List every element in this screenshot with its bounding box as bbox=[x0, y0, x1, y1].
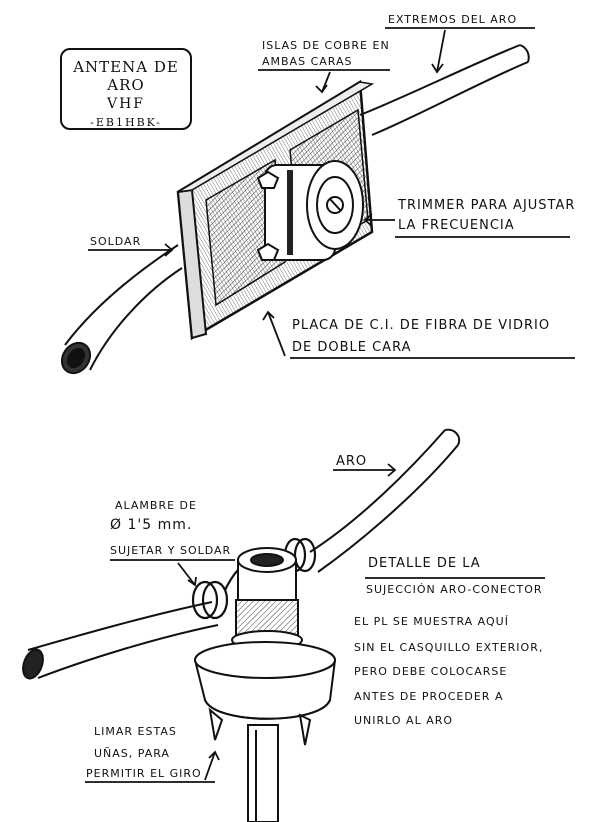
hoop-tube-top bbox=[359, 44, 530, 136]
trimmer-capacitor bbox=[256, 160, 364, 261]
title-line-1: ANTENA DE ARO bbox=[73, 58, 179, 94]
title-line-3: -EB1HBK- bbox=[90, 116, 162, 129]
title-plaque: ANTENA DE ARO VHF -EB1HBK- bbox=[60, 48, 192, 130]
label-islas-1: ISLAS DE COBRE EN bbox=[262, 39, 390, 52]
label-detalle-2: SUJECCIÓN ARO-CONECTOR bbox=[366, 583, 543, 596]
label-trimmer-1: TRIMMER PARA AJUSTAR bbox=[398, 198, 576, 213]
tube-end-bottom bbox=[22, 648, 44, 680]
label-limar-3: PERMITIR EL GIRO bbox=[86, 767, 202, 780]
label-alambre-3: SUJETAR Y SOLDAR bbox=[110, 544, 232, 557]
label-limar-2: UÑAS, PARA bbox=[94, 747, 170, 760]
note-line-5: UNIRLO AL ARO bbox=[354, 714, 454, 727]
note-line-3: PERO DEBE COLOCARSE bbox=[354, 665, 508, 678]
label-placa-2: DE DOBLE CARA bbox=[292, 340, 412, 355]
label-soldar: SOLDAR bbox=[90, 235, 142, 248]
label-placa-1: PLACA DE C.I. DE FIBRA DE VIDRIO bbox=[292, 318, 551, 333]
pl-connector bbox=[193, 547, 337, 822]
label-aro: ARO bbox=[336, 454, 368, 469]
note-line-4: ANTES DE PROCEDER A bbox=[354, 690, 504, 703]
label-detalle-1: DETALLE DE LA bbox=[368, 556, 481, 571]
label-limar-1: LIMAR ESTAS bbox=[94, 725, 177, 738]
label-alambre-1: ALAMBRE DE bbox=[115, 499, 197, 512]
label-trimmer-2: LA FRECUENCIA bbox=[398, 218, 515, 233]
leader-lines-bottom bbox=[85, 463, 545, 783]
label-extremos: EXTREMOS DEL ARO bbox=[388, 13, 518, 26]
title-line-2: VHF bbox=[106, 96, 146, 112]
note-line-1: EL PL SE MUESTRA AQUÍ bbox=[354, 615, 509, 628]
note-line-2: SIN EL CASQUILLO EXTERIOR, bbox=[354, 641, 544, 654]
label-alambre-2: Ø 1'5 mm. bbox=[110, 517, 193, 533]
hoop-tube-bottom bbox=[27, 428, 461, 679]
label-islas-2: AMBAS CARAS bbox=[262, 55, 353, 68]
leader-lines-top bbox=[88, 27, 575, 359]
hoop-tube-left bbox=[64, 244, 183, 371]
